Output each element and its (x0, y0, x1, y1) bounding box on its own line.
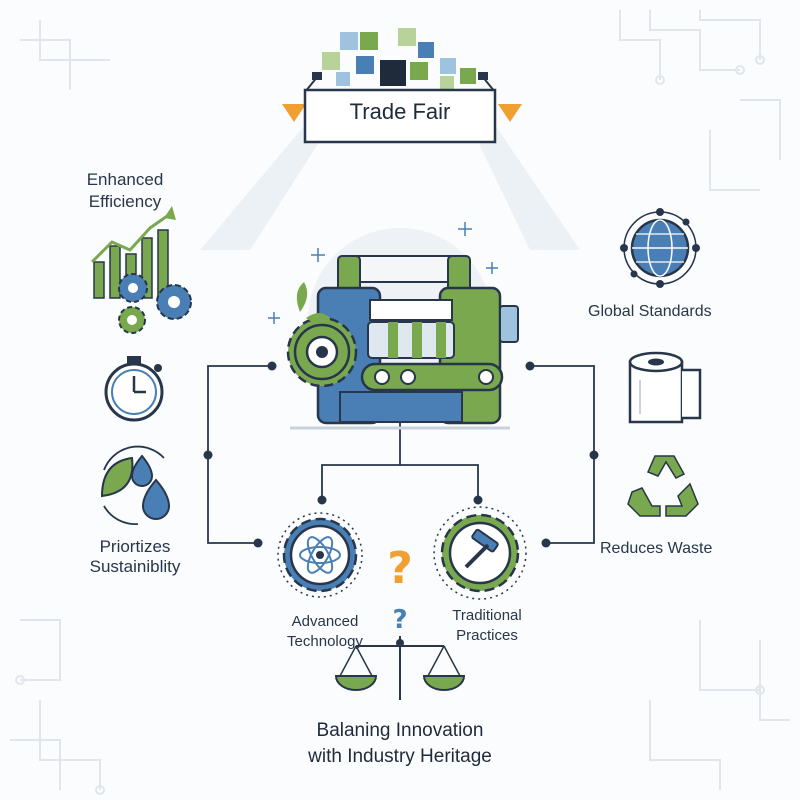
machine-icon (286, 228, 519, 430)
footer-line: with Industry Heritage (308, 746, 492, 767)
label-traditional-practices: Traditional Practices (432, 606, 542, 646)
recycle-icon (627, 455, 699, 517)
label-reduces-waste: Reduces Waste (600, 540, 713, 557)
footer-line: Balaning Innovation (316, 720, 484, 741)
label-line: Technology (287, 633, 363, 650)
connector-dots (203, 361, 599, 548)
label-line: Efficiency (88, 192, 162, 211)
question-mark-icon: ? ? (387, 543, 413, 635)
label-line: Sustainiblity (89, 557, 181, 576)
atom-gear-icon (277, 512, 363, 598)
svg-text:?: ? (387, 543, 413, 594)
label-advanced-technology: Advanced Technology (266, 612, 384, 652)
label-global-standards: Global Standards (588, 303, 712, 320)
label-prioritizes-sustainability: Priortizes Sustainiblity (60, 537, 210, 577)
label-line: Priortizes (99, 537, 171, 556)
hammer-gear-icon (433, 506, 527, 600)
svg-text:?: ? (392, 605, 407, 635)
balance-scale-icon (334, 636, 466, 700)
paper-roll-icon (628, 351, 702, 424)
label-line: Enhanced (86, 170, 164, 189)
label-enhanced-efficiency: Enhanced Efficiency (70, 169, 180, 213)
spotlight-beams (200, 125, 580, 250)
leaf-water-cycle-icon (100, 445, 171, 525)
circuit-decoration (10, 10, 790, 795)
stopwatch-icon (104, 356, 164, 422)
footer-caption: Balaning Innovation with Industry Herita… (230, 718, 570, 770)
pixel-blocks (322, 28, 476, 90)
label-line: Practices (456, 627, 518, 644)
label-line: Traditional (452, 607, 522, 624)
banner-title: Trade Fair (349, 99, 451, 124)
growth-chart-gears-icon (90, 206, 192, 334)
label-line: Advanced (291, 613, 359, 630)
banner (282, 72, 522, 144)
globe-network-icon (620, 208, 700, 288)
sparkles (268, 222, 498, 324)
